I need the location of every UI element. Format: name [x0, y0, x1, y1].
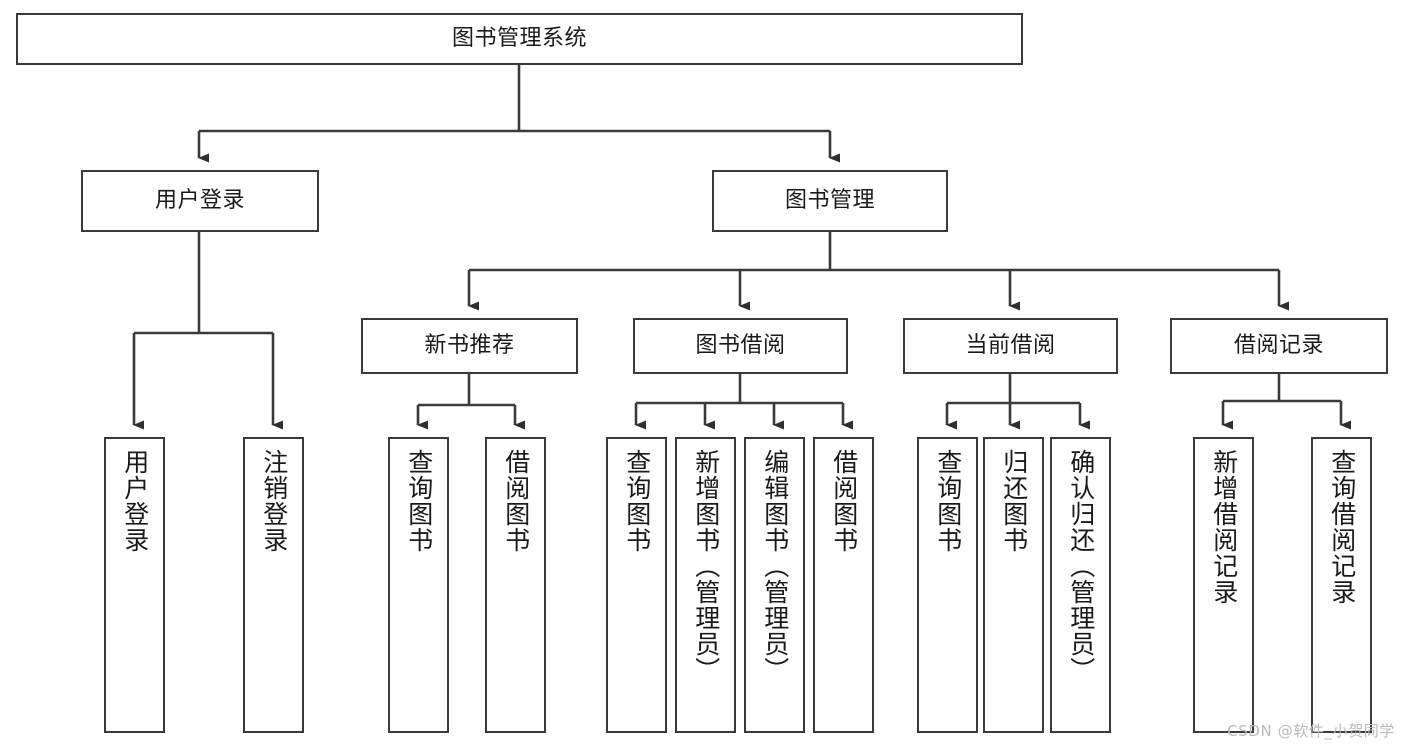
node-label: 借阅记录: [1233, 333, 1324, 359]
leaf-query-book-current[interactable]: 查询图书: [917, 437, 978, 733]
node-label: 图书管理系统: [451, 26, 587, 52]
leaf-return-book[interactable]: 归还图书: [983, 437, 1044, 733]
csdn-watermark: CSDN @软件_小贺同学: [1227, 722, 1395, 740]
leaf-user-login[interactable]: 用户登录: [104, 437, 165, 733]
leaf-query-book-recommend[interactable]: 查询图书: [388, 437, 449, 733]
node-new-book-recommend[interactable]: 新书推荐: [361, 318, 578, 374]
leaf-confirm-return[interactable]: 确认归还（管理员）: [1050, 437, 1111, 733]
leaf-add-book[interactable]: 新增图书（管理员）: [675, 437, 736, 733]
node-label: 用户登录: [154, 188, 245, 214]
leaf-query-borrow-record[interactable]: 查询借阅记录: [1311, 437, 1372, 733]
node-label: 借阅图书: [501, 449, 531, 553]
leaf-query-book-borrow[interactable]: 查询图书: [606, 437, 667, 733]
node-user-login[interactable]: 用户登录: [81, 170, 319, 232]
leaf-edit-book[interactable]: 编辑图书（管理员）: [744, 437, 805, 733]
leaf-logout-login[interactable]: 注销登录: [243, 437, 304, 733]
node-label: 编辑图书（管理员）: [760, 449, 790, 683]
node-book-borrow[interactable]: 图书借阅: [633, 318, 848, 374]
node-label: 当前借阅: [965, 333, 1056, 359]
node-label: 新书推荐: [424, 333, 515, 359]
node-label: 查询图书: [404, 449, 434, 553]
leaf-borrow-book-recommend[interactable]: 借阅图书: [485, 437, 546, 733]
leaf-borrow-book[interactable]: 借阅图书: [813, 437, 874, 733]
node-label: 借阅图书: [829, 449, 859, 553]
node-label: 归还图书: [999, 449, 1029, 553]
node-label: 查询借阅记录: [1327, 449, 1357, 605]
node-label: 查询图书: [622, 449, 652, 553]
leaf-add-borrow-record[interactable]: 新增借阅记录: [1193, 437, 1254, 733]
node-label: 图书管理: [784, 188, 875, 214]
node-root-book-management-system[interactable]: 图书管理系统: [16, 13, 1023, 65]
node-label: 查询图书: [933, 449, 963, 553]
node-book-management[interactable]: 图书管理: [712, 170, 948, 232]
node-borrow-record[interactable]: 借阅记录: [1170, 318, 1388, 374]
node-label: 确认归还（管理员）: [1066, 449, 1096, 683]
node-label: 用户登录: [120, 449, 150, 553]
node-label: 注销登录: [259, 449, 289, 553]
node-current-borrow[interactable]: 当前借阅: [903, 318, 1118, 374]
node-label: 图书借阅: [695, 333, 786, 359]
node-label: 新增图书（管理员）: [691, 449, 721, 683]
node-label: 新增借阅记录: [1209, 449, 1239, 605]
